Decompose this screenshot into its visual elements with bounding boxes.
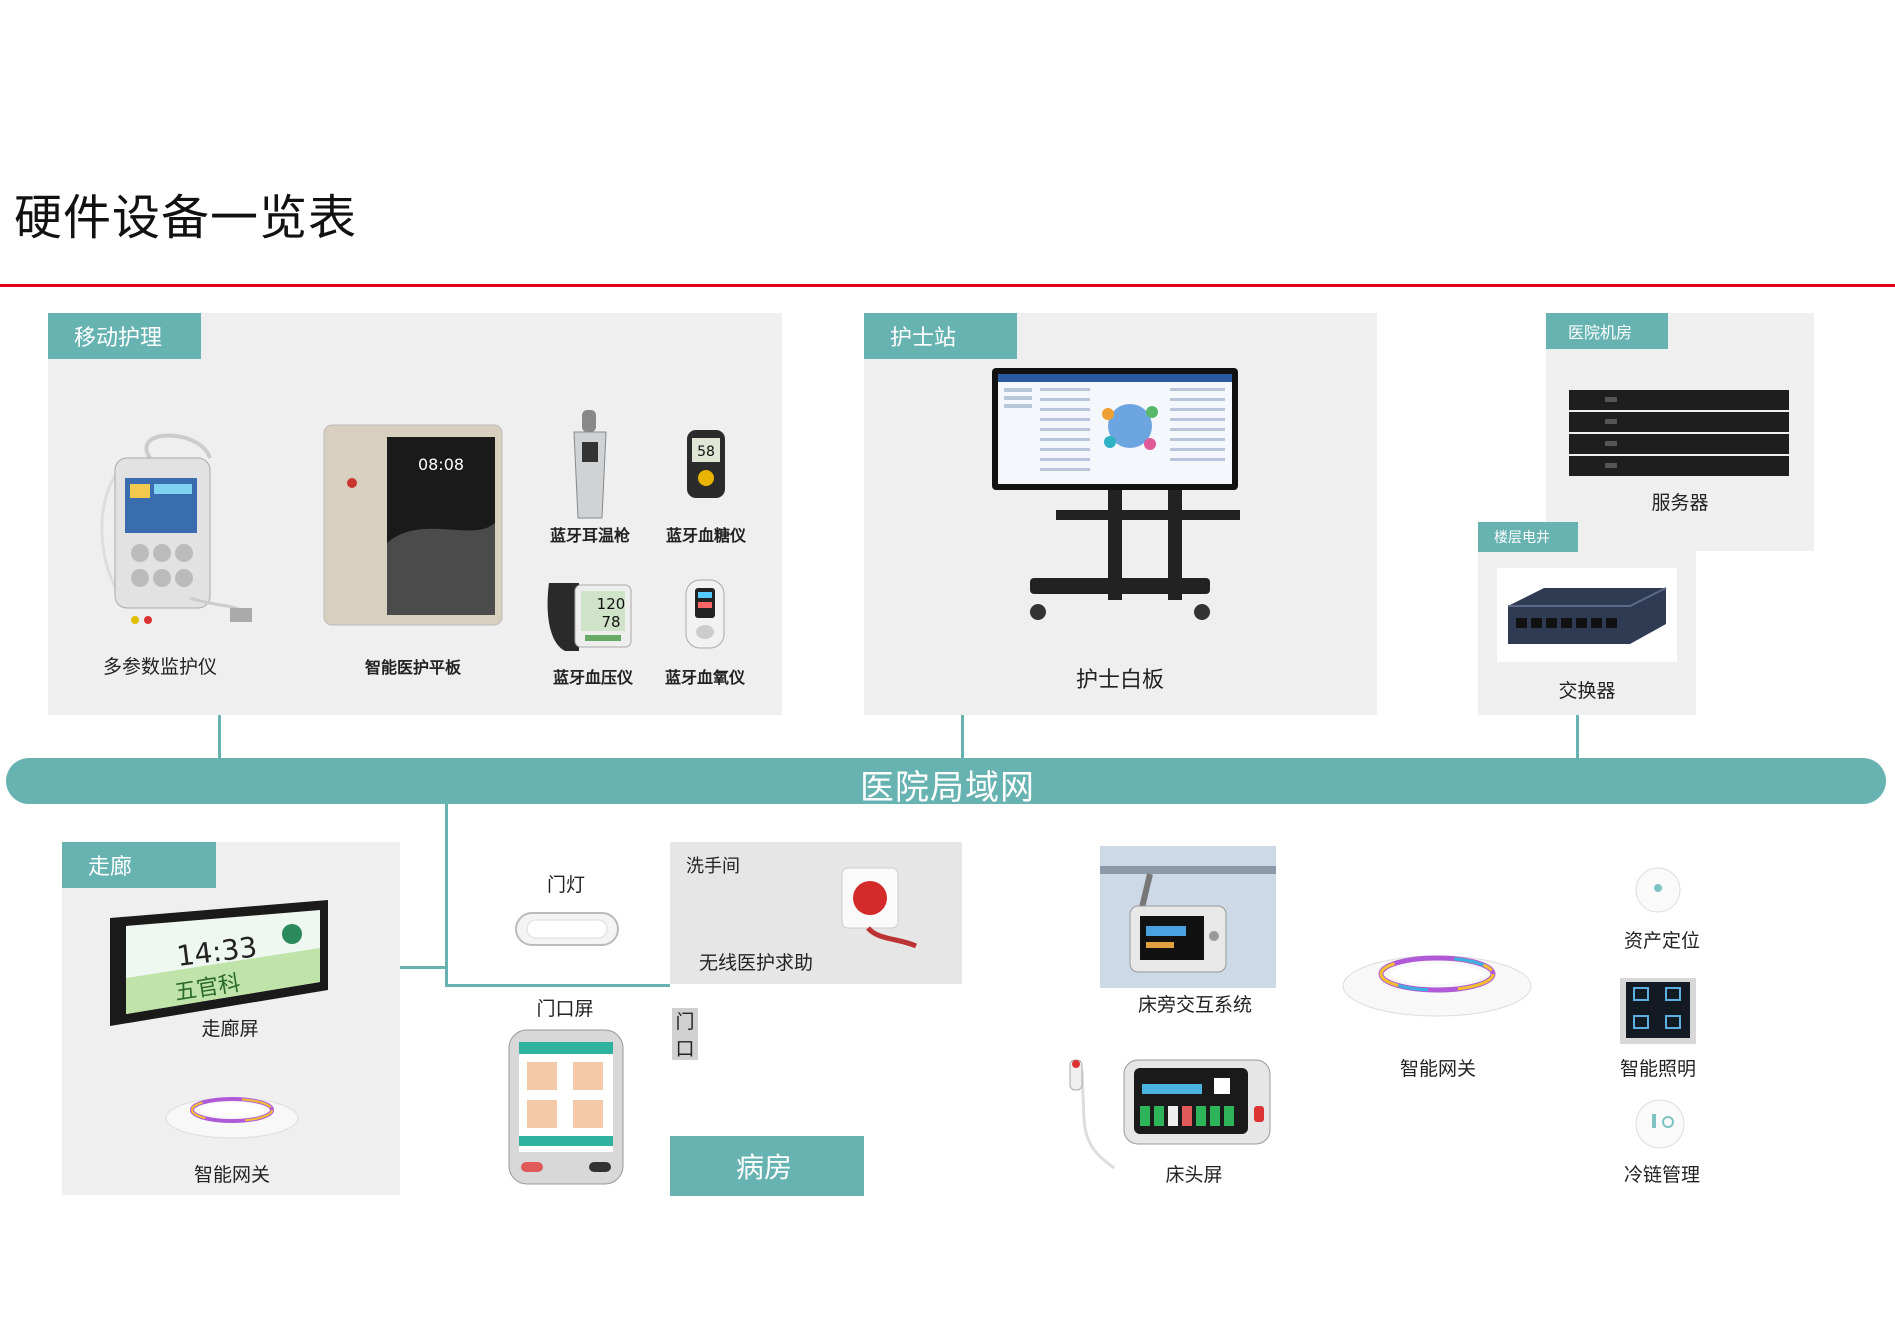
ward-gateway-image xyxy=(1340,946,1534,1020)
ear-thermometer-image xyxy=(568,410,612,520)
pulse-oximeter-label: 蓝牙血氧仪 xyxy=(664,668,745,687)
hospital-lan-bus xyxy=(6,758,1886,804)
nurse-call-button-image xyxy=(838,866,922,950)
door-vertical-label: 门 口 xyxy=(672,1008,698,1060)
cold-chain-label: 冷链管理 xyxy=(1623,1164,1700,1186)
blood-pressure-monitor-image: 120 78 xyxy=(545,573,635,653)
bp-diastolic: 78 xyxy=(601,613,620,631)
corridor-gateway-label: 智能网关 xyxy=(193,1164,270,1186)
door-vertical-char-2: 口 xyxy=(675,1038,695,1060)
network-switch-image xyxy=(1504,584,1670,650)
bedside-interaction-label: 床旁交互系统 xyxy=(1137,994,1252,1016)
door-light-image xyxy=(513,910,621,948)
corridor-tag: 走廊 xyxy=(62,842,216,888)
multi-parameter-monitor-label: 多参数监护仪 xyxy=(102,656,217,678)
cold-chain-image xyxy=(1632,1096,1688,1152)
connector-lower-horizontal xyxy=(445,984,670,987)
glucose-meter-image: 58 xyxy=(685,428,727,500)
corridor-screen-image: 14:33 五官科 xyxy=(106,898,334,1028)
bedhead-screen-image xyxy=(1064,1050,1274,1172)
connector-floor-shaft xyxy=(1576,715,1579,759)
tablet-clock: 08:08 xyxy=(418,455,464,474)
connector-corridor xyxy=(400,966,445,969)
connector-mobile xyxy=(218,715,221,759)
ward-gateway-label: 智能网关 xyxy=(1399,1058,1476,1080)
door-screen-label: 门口屏 xyxy=(536,998,594,1020)
smart-tablet-image: 08:08 xyxy=(322,423,504,628)
smart-lighting-label: 智能照明 xyxy=(1619,1058,1696,1080)
asset-tracking-image xyxy=(1632,864,1684,916)
smart-lighting-image xyxy=(1618,976,1698,1046)
glucose-meter-label: 蓝牙血糖仪 xyxy=(665,526,746,545)
bedhead-screen-label: 床头屏 xyxy=(1165,1164,1223,1186)
server-image xyxy=(1565,388,1793,480)
floor-shaft-tag: 楼层电井 xyxy=(1478,522,1578,552)
corridor-screen-label: 走廊屏 xyxy=(201,1018,259,1040)
corridor-gateway-image xyxy=(162,1088,302,1140)
door-screen-image xyxy=(507,1028,625,1186)
title-divider xyxy=(0,284,1895,287)
page-title: 硬件设备一览表 xyxy=(14,190,358,246)
asset-tracking-label: 资产定位 xyxy=(1623,930,1700,952)
connector-nurse-station xyxy=(961,715,964,759)
nurse-whiteboard-label: 护士白板 xyxy=(1075,668,1164,693)
smart-tablet-label: 智能医护平板 xyxy=(364,658,461,677)
door-light-label: 门灯 xyxy=(546,874,585,896)
bedside-interaction-image xyxy=(1100,846,1276,988)
hospital-lan-label: 医院局域网 xyxy=(860,768,1035,808)
mobile-nursing-tag: 移动护理 xyxy=(48,313,201,359)
server-label: 服务器 xyxy=(1651,492,1709,514)
washroom-panel xyxy=(670,842,962,984)
blood-pressure-monitor-label: 蓝牙血压仪 xyxy=(552,668,633,687)
pulse-oximeter-image xyxy=(682,578,728,650)
connector-lower-trunk xyxy=(445,804,448,986)
ward-tag: 病房 xyxy=(670,1136,864,1196)
door-vertical-char-1: 门 xyxy=(675,1011,695,1033)
washroom-tag: 洗手间 xyxy=(686,856,740,877)
glucose-reading: 58 xyxy=(697,444,715,460)
wireless-call-label: 无线医护求助 xyxy=(698,952,813,974)
nurse-station-tag: 护士站 xyxy=(864,313,1017,359)
switch-label: 交换器 xyxy=(1558,680,1616,702)
bp-systolic: 120 xyxy=(597,595,626,613)
multi-parameter-monitor-image xyxy=(90,428,260,628)
server-room-tag: 医院机房 xyxy=(1546,313,1668,349)
nurse-whiteboard-image xyxy=(990,366,1240,628)
ear-thermometer-label: 蓝牙耳温枪 xyxy=(549,526,630,545)
